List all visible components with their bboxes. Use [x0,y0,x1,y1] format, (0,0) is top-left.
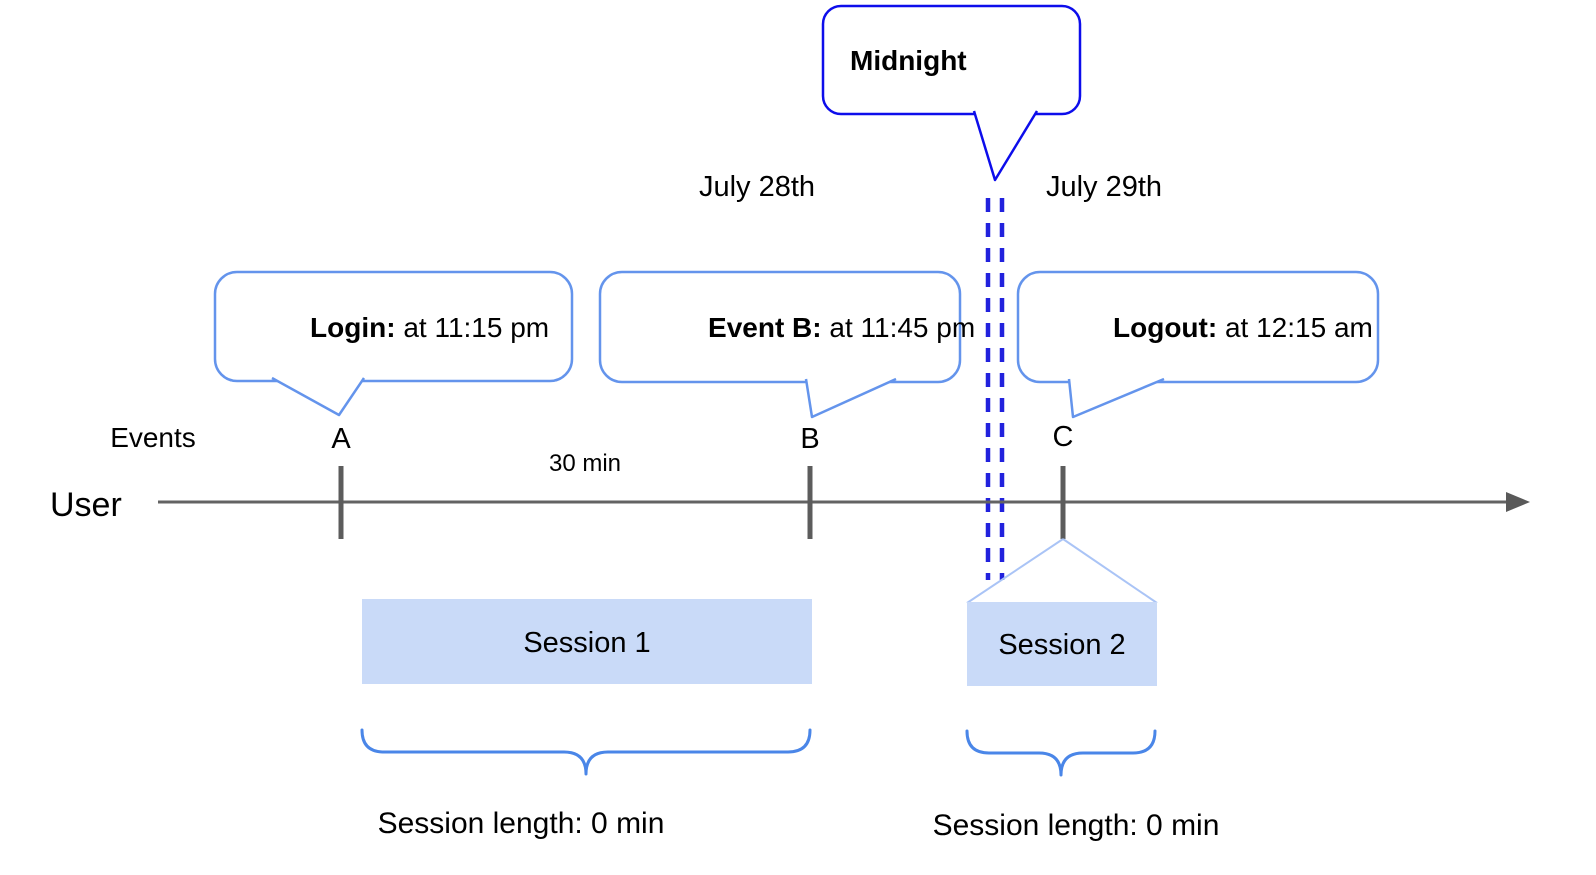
session-1-length-label: Session length: 0 min [378,807,665,840]
event-letter-c: C [1053,421,1074,453]
event-b-callout-text: Event B: at 11:45 pm [638,312,1030,343]
timeline-axis [158,492,1530,512]
logout-callout-text: Logout: at 12:15 am [1043,312,1427,343]
login-callout-label: Login: [310,312,396,343]
logout-callout: Logout: at 12:15 am [1016,270,1427,419]
logout-callout-bubble [1016,270,1380,384]
interval-label: 30 min [549,450,621,477]
session-1-brace [360,728,812,776]
session-2-length-label: Session length: 0 min [933,809,1220,842]
date-label-right: July 29th [1046,171,1162,203]
event-letter-a: A [331,423,351,455]
timeline-arrowhead-icon [1506,492,1530,512]
event-b-callout-time: at 11:45 pm [822,312,976,343]
date-label-left: July 28th [699,171,815,203]
login-callout: Login: at 11:15 pm [213,270,604,417]
midnight-callout-bubble [821,4,1082,116]
midnight-callout: Midnight [821,4,1082,182]
session-2-connector-left [966,538,1064,604]
session-2-connector-right [1062,538,1158,604]
user-label: User [50,486,122,524]
event-b-callout-tail [804,377,897,419]
session-2-label: Session 2 [998,629,1125,661]
events-label: Events [110,422,196,453]
session-2-box [967,602,1157,686]
event-letter-b: B [800,423,819,455]
login-callout-tail [271,376,366,417]
event-b-callout-bubble [598,270,962,384]
session-1-box [362,599,812,684]
logout-callout-time: at 12:15 am [1217,312,1373,343]
event-b-callout-label: Event B: [708,312,822,343]
logout-callout-label: Logout: [1113,312,1217,343]
midnight-divider [985,198,1005,580]
login-callout-time: at 11:15 pm [396,312,550,343]
event-b-callout: Event B: at 11:45 pm [598,270,1030,419]
session-2-brace [965,729,1157,777]
session-1-label: Session 1 [523,627,650,659]
login-callout-bubble [213,270,574,383]
logout-callout-tail [1067,377,1165,419]
midnight-callout-text: Midnight [850,45,967,76]
login-callout-text: Login: at 11:15 pm [240,312,604,343]
midnight-callout-tail [972,110,1039,182]
